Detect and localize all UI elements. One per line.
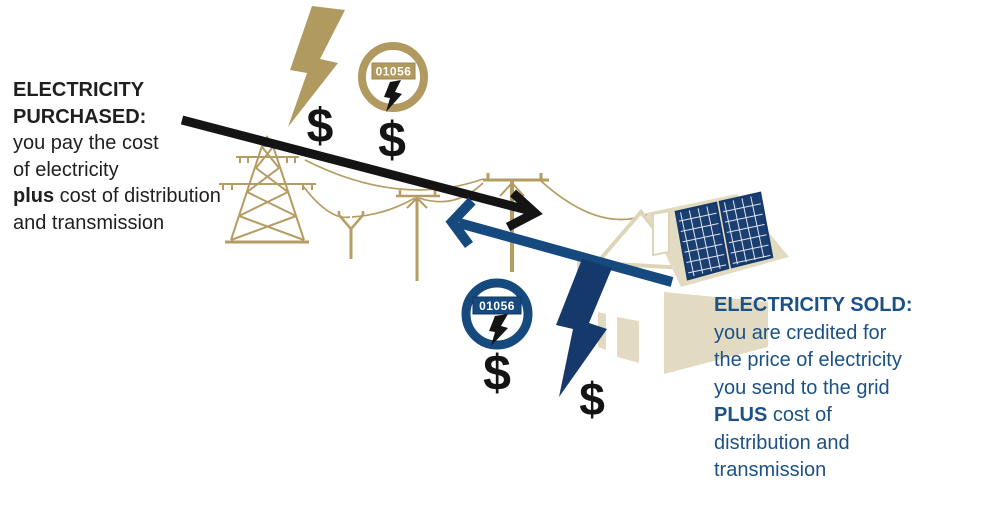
purchased-body-line1: you pay the cost	[13, 132, 159, 154]
sold-body-line1: you are credited for	[714, 321, 887, 344]
utility-pole-small-icon	[337, 211, 365, 259]
house-front-wall	[664, 292, 768, 374]
dollar-sign: $	[378, 112, 406, 168]
electricity-sold-caption: ELECTRICITY SOLD: you are credited for t…	[714, 292, 913, 485]
house-with-solar-icon	[577, 191, 789, 374]
grid-meter-bolt-icon	[384, 80, 402, 112]
solar-panel-icon	[674, 191, 774, 281]
sell-arrowhead	[445, 197, 476, 248]
purchase-arrowhead	[505, 189, 543, 231]
purchase-arrow	[180, 115, 543, 231]
purchased-body-line2: of electricity	[13, 158, 119, 181]
electricity-purchased-caption: ELECTRICITY PURCHASED: you pay the cost …	[13, 77, 221, 236]
sold-line4-rest: cost of	[767, 404, 832, 426]
utility-pole-mid-icon	[396, 190, 440, 281]
sold-body-line2: the price of electricity	[714, 349, 902, 371]
grid-meter-icon: 01056	[358, 42, 428, 112]
grid-meter-reading: 01056	[376, 65, 412, 79]
home-meter-display	[472, 296, 522, 315]
home-meter-reading: 01056	[479, 299, 515, 313]
purchased-title-line2: PURCHASED:	[13, 105, 147, 128]
home-meter-icon: 01056	[461, 278, 533, 350]
purchased-bold-word: plus	[13, 185, 55, 207]
dollar-sign: $	[307, 100, 334, 153]
sell-arrow	[445, 197, 674, 287]
dollar-sign: $	[579, 373, 605, 425]
sold-body-line5: distribution and	[714, 431, 850, 454]
lightning-bolt-gold-icon	[288, 6, 345, 127]
purchased-title-line1: ELECTRICITY	[13, 79, 145, 101]
dollar-sign: $	[483, 345, 511, 401]
sold-body-line4: PLUS cost of	[714, 402, 913, 430]
sold-bold-word: PLUS	[714, 404, 768, 426]
sold-body-line3: you send to the grid	[714, 376, 890, 399]
power-grid	[219, 135, 649, 281]
house-door	[617, 317, 639, 363]
home-meter-bolt-icon	[489, 314, 508, 346]
sold-body-line6: transmission	[714, 459, 827, 481]
purchased-body-line4: and transmission	[13, 211, 165, 234]
purchased-body-line3: plus cost of distribution	[13, 183, 221, 210]
purchased-line3-rest: cost of distribution	[54, 185, 221, 207]
sold-title: ELECTRICITY SOLD:	[714, 294, 913, 316]
house-chimney	[652, 209, 670, 257]
grid-meter-display	[371, 62, 416, 80]
transmission-tower-icon	[219, 135, 316, 244]
lightning-bolt-blue-icon	[556, 259, 612, 397]
